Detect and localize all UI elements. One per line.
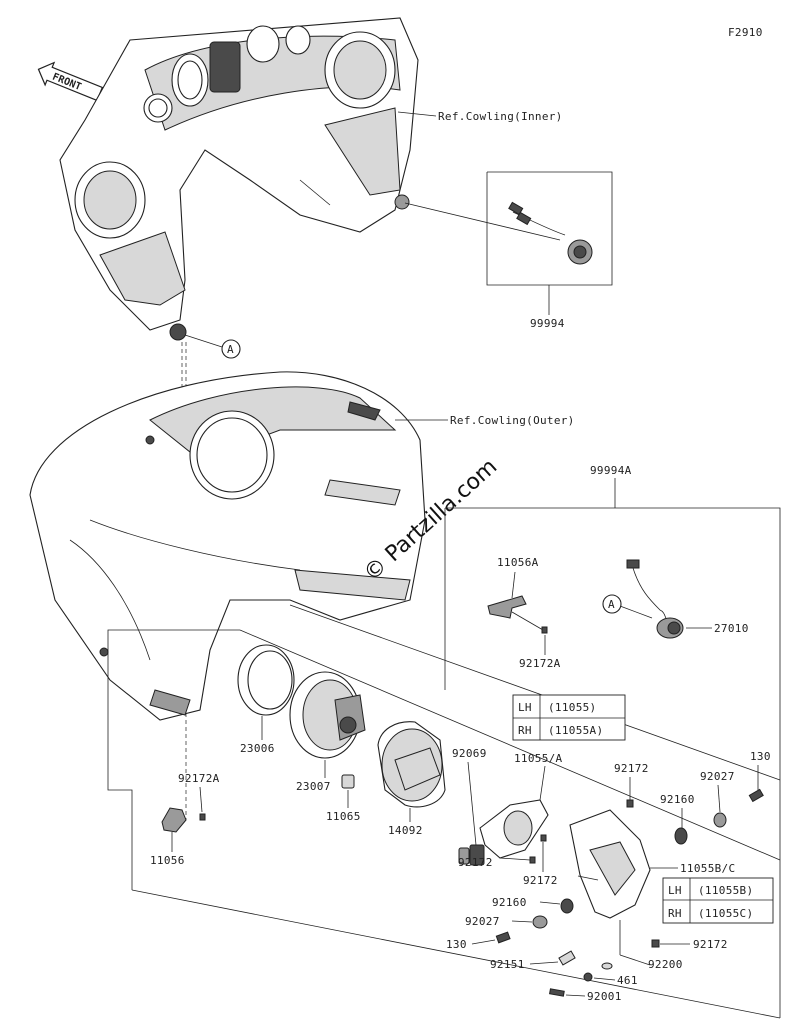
part-11065: 11065 — [326, 774, 361, 823]
table-11055bc: LH (11055B) RH (11055C) — [662, 877, 774, 924]
hardware-right: 92172 92027 130 92160 — [614, 750, 771, 845]
part-23007: 23007 — [289, 671, 366, 793]
part-99994-box: 99994 — [404, 171, 613, 330]
table2-row2-code: (11055C) — [698, 907, 753, 920]
label-92069: 92069 — [452, 747, 487, 760]
svg-text:A: A — [608, 598, 615, 611]
label-92160-l: 92160 — [492, 896, 527, 909]
label-11055bc: 11055B/C — [680, 862, 735, 875]
table2-row2-side: RH — [668, 907, 682, 920]
label-99994a: 99994A — [590, 464, 632, 477]
part-23006: 23006 — [237, 644, 295, 755]
label-92200: 92200 — [648, 958, 683, 971]
front-arrow-icon: FRONT — [37, 61, 104, 102]
callout-a-upper — [221, 339, 241, 359]
label-23007: 23007 — [296, 780, 331, 793]
table-11055: LH (11055) RH (11055A) — [512, 694, 626, 741]
part-92069: 92069 — [452, 747, 487, 866]
label-23006: 23006 — [240, 742, 275, 755]
label-92172-mid2: 92172 — [523, 874, 558, 887]
label-92027-l: 92027 — [465, 915, 500, 928]
label-461: 461 — [617, 974, 638, 987]
assembly-99994a-frame: 99994A — [107, 464, 781, 1019]
table1-row1-side: LH — [518, 701, 532, 714]
part-11056a: 11056A 92172A — [487, 556, 561, 670]
label-92151: 92151 — [490, 958, 525, 971]
label-99994: 99994 — [530, 317, 565, 330]
label-92172-r: 92172 — [614, 762, 649, 775]
table1-row1-code: (11055) — [548, 701, 596, 714]
label-11056: 11056 — [150, 854, 185, 867]
callout-a-lower — [602, 594, 622, 614]
label-92172a-top: 92172A — [519, 657, 561, 670]
table1-row2-code: (11055A) — [548, 724, 603, 737]
label-14092: 14092 — [388, 824, 423, 837]
label-130-l: 130 — [446, 938, 467, 951]
part-14092: 14092 — [377, 721, 446, 837]
part-11055bc: 11055B/C — [569, 809, 735, 919]
ref-cowling-inner-label: Ref.Cowling(Inner) — [438, 110, 563, 123]
label-11056a: 11056A — [497, 556, 539, 569]
label-11055a: 11055/A — [514, 752, 563, 765]
label-130-r: 130 — [750, 750, 771, 763]
label-92160-r: 92160 — [660, 793, 695, 806]
part-11056: 92172A 11056 — [150, 772, 220, 867]
table2-row1-code: (11055B) — [698, 884, 753, 897]
part-11055a: 11055/A 92172 92172 — [458, 752, 563, 887]
hardware-lower: 92160 92027 130 92172 92151 92200 461 92… — [446, 896, 728, 1003]
ref-cowling-outer-label: Ref.Cowling(Outer) — [450, 414, 575, 427]
label-27010: 27010 — [714, 622, 749, 635]
inner-cowling — [59, 17, 419, 341]
label-92172-b: 92172 — [693, 938, 728, 951]
label-92027-r: 92027 — [700, 770, 735, 783]
table2-row1-side: LH — [668, 884, 682, 897]
label-11065: 11065 — [326, 810, 361, 823]
figure-code: F2910 — [728, 26, 763, 39]
label-92172-mid: 92172 — [458, 856, 493, 869]
label-92172a-left: 92172A — [178, 772, 220, 785]
table1-row2-side: RH — [518, 724, 532, 737]
part-27010: 27010 A — [602, 559, 749, 639]
svg-text:A: A — [227, 343, 234, 356]
label-92001: 92001 — [587, 990, 622, 1003]
outer-cowling — [29, 371, 426, 721]
